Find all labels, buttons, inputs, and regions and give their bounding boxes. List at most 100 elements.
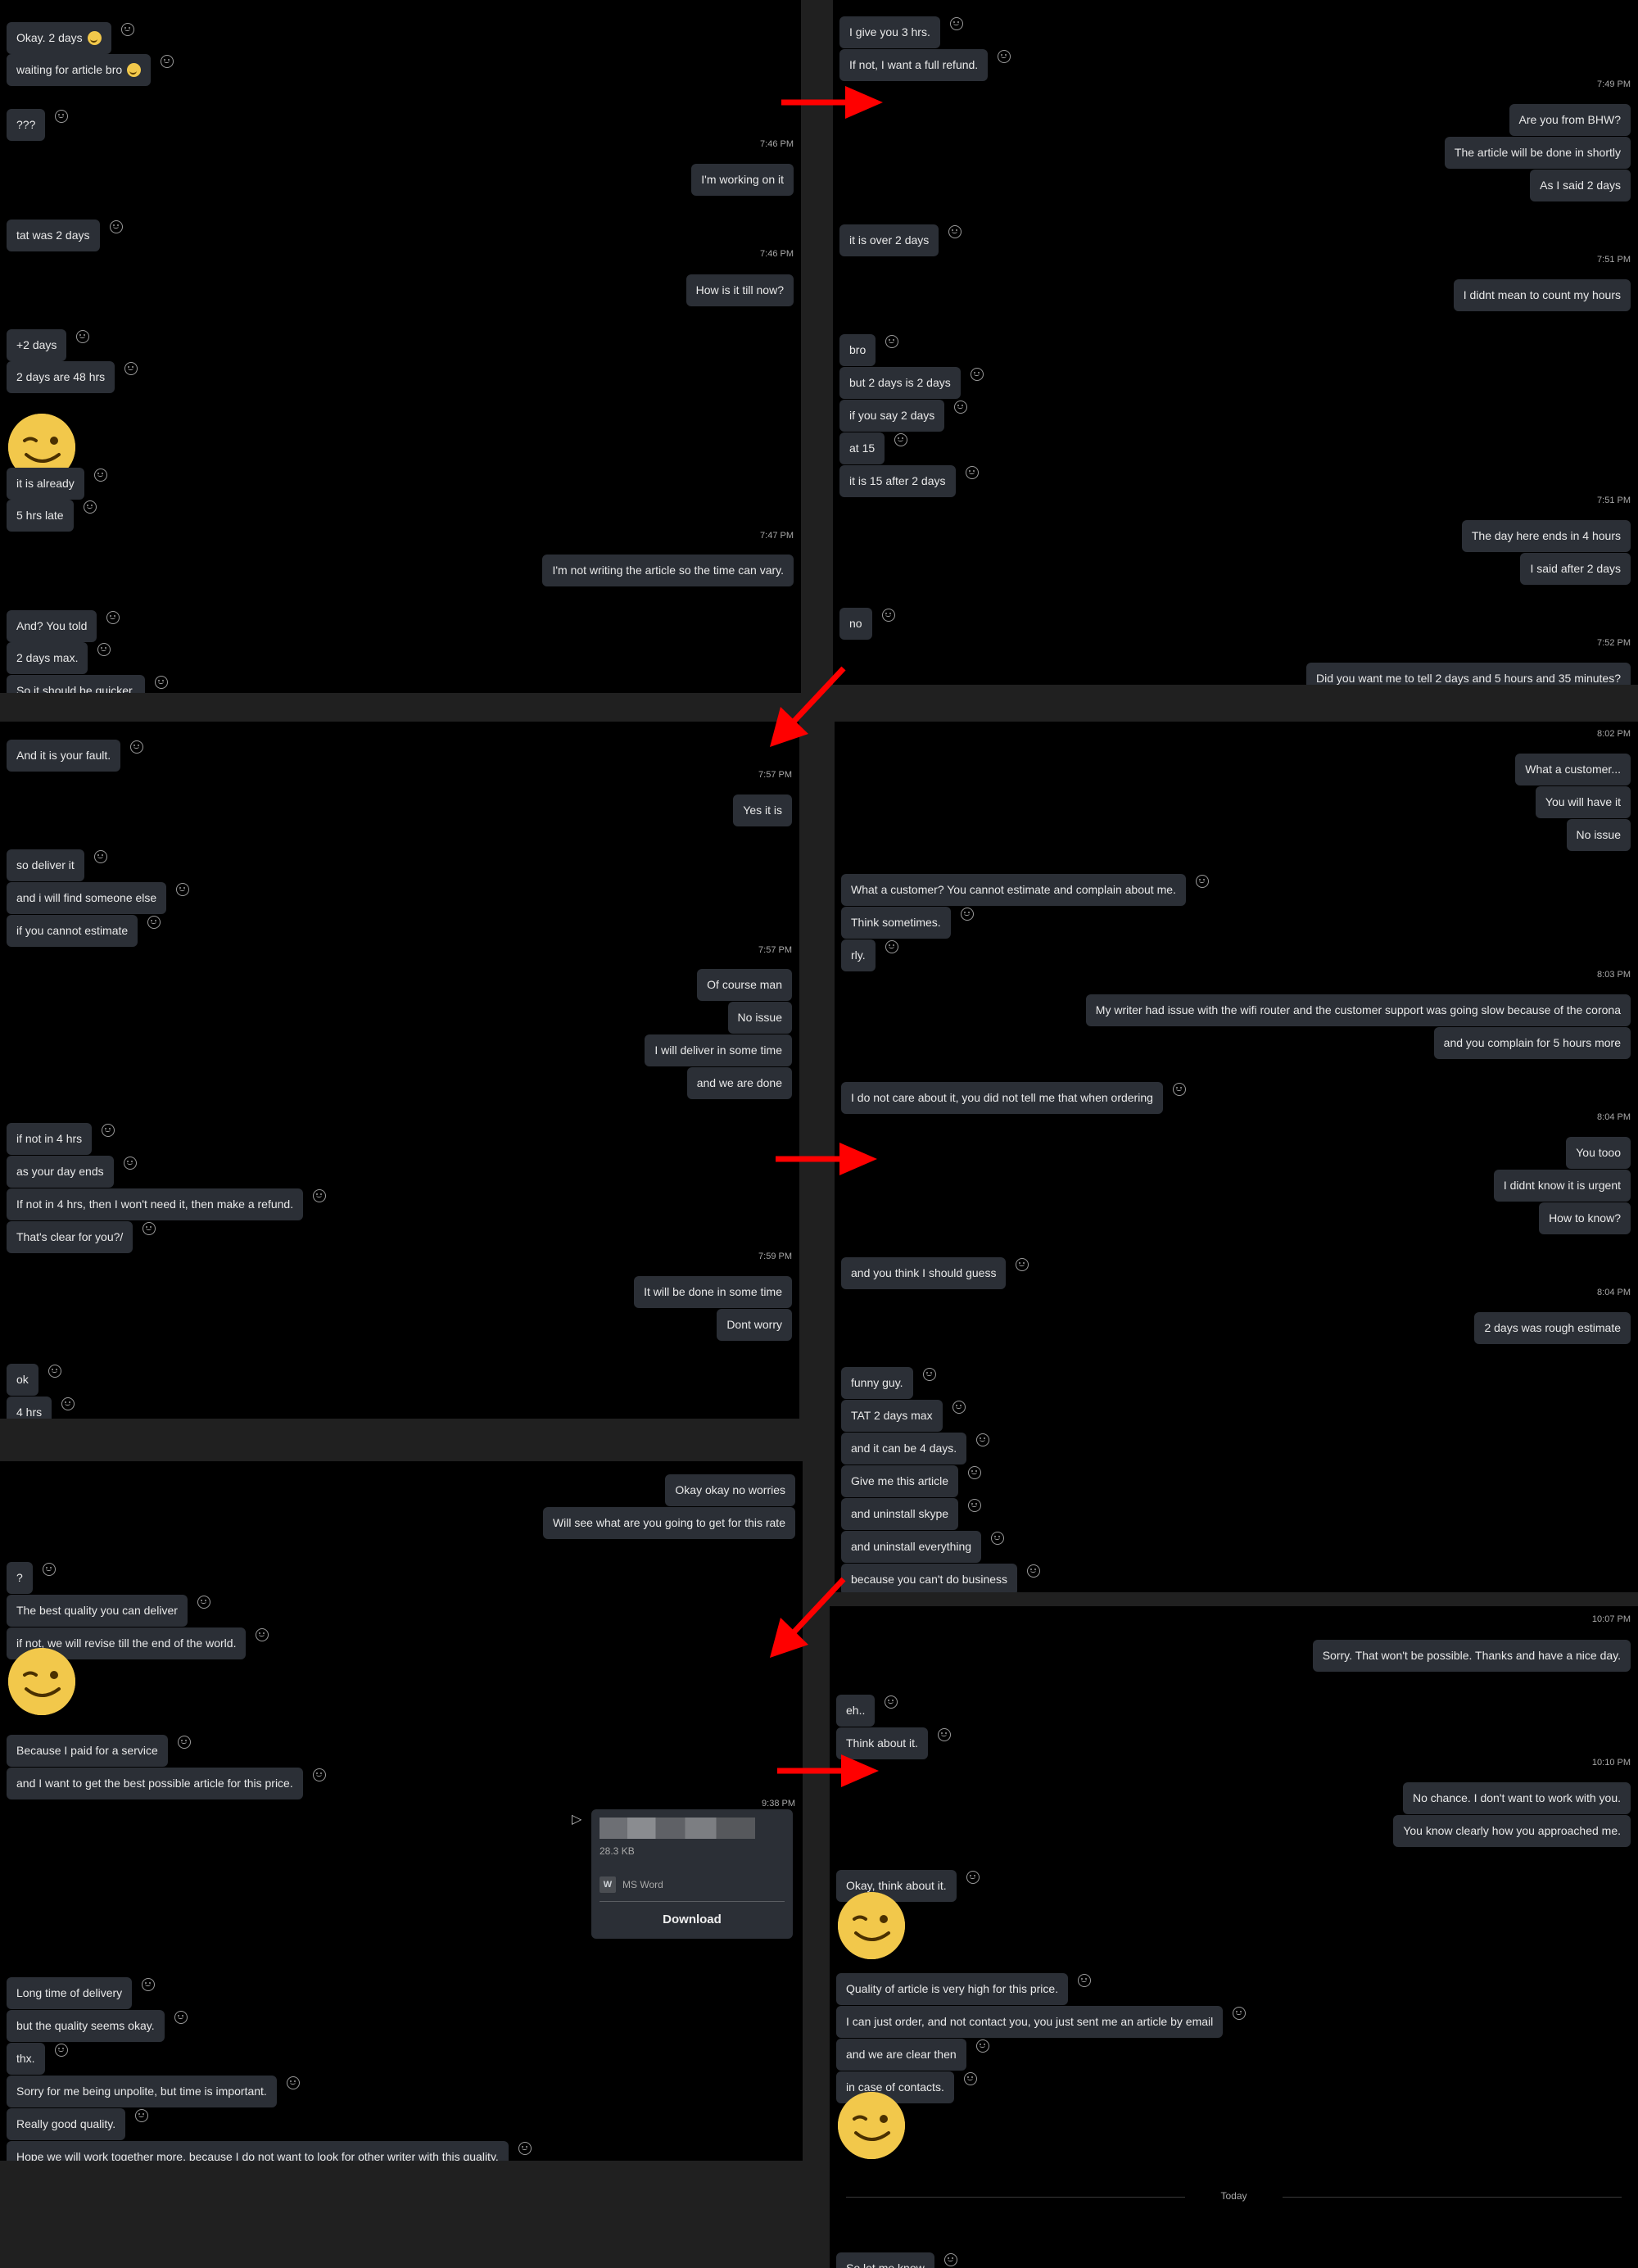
incoming-message-bubble[interactable]: it is over 2 days — [839, 224, 939, 256]
outgoing-message-bubble[interactable]: What a customer... — [1515, 754, 1631, 785]
incoming-message-bubble[interactable]: The best quality you can deliver — [7, 1595, 188, 1627]
outgoing-message-bubble[interactable]: How is it till now? — [686, 274, 794, 306]
add-reaction-icon[interactable] — [106, 610, 120, 624]
incoming-message-bubble[interactable]: no — [839, 608, 872, 640]
add-reaction-icon[interactable] — [968, 1498, 982, 1512]
add-reaction-icon[interactable] — [161, 54, 174, 68]
add-reaction-icon[interactable] — [1195, 874, 1209, 888]
incoming-message-bubble[interactable]: So let me know — [836, 2252, 934, 2268]
add-reaction-icon[interactable] — [97, 642, 111, 656]
incoming-message-bubble[interactable]: if you cannot estimate — [7, 915, 138, 947]
add-reaction-icon[interactable] — [949, 16, 963, 30]
outgoing-message-bubble[interactable]: I will deliver in some time — [645, 1034, 792, 1066]
add-reaction-icon[interactable] — [922, 1367, 936, 1381]
outgoing-message-bubble[interactable]: No issue — [727, 1002, 792, 1034]
add-reaction-icon[interactable] — [123, 1156, 137, 1170]
incoming-message-bubble[interactable]: waiting for article bro — [7, 54, 152, 86]
incoming-message-bubble[interactable]: TAT 2 days max — [841, 1400, 943, 1432]
incoming-message-bubble[interactable]: in case of contacts. — [836, 2071, 954, 2103]
add-reaction-icon[interactable] — [963, 2071, 977, 2085]
incoming-message-bubble[interactable]: and I want to get the best possible arti… — [7, 1768, 303, 1799]
add-reaction-icon[interactable] — [256, 1627, 269, 1641]
outgoing-message-bubble[interactable]: I didnt know it is urgent — [1493, 1170, 1631, 1202]
add-reaction-icon[interactable] — [48, 1364, 61, 1378]
outgoing-message-bubble[interactable]: Dont worry — [717, 1309, 792, 1341]
outgoing-message-bubble[interactable]: It will be done in some time — [634, 1276, 792, 1308]
outgoing-message-bubble[interactable]: Okay okay no worries — [665, 1474, 795, 1506]
add-reaction-icon[interactable] — [83, 500, 97, 514]
incoming-message-bubble[interactable]: 2 days max. — [7, 642, 88, 674]
incoming-message-bubble[interactable]: funny guy. — [841, 1367, 913, 1399]
add-reaction-icon[interactable] — [952, 1400, 966, 1414]
add-reaction-icon[interactable] — [54, 2043, 68, 2057]
outgoing-message-bubble[interactable]: I didnt mean to count my hours — [1453, 279, 1631, 311]
incoming-message-bubble[interactable]: Give me this article — [841, 1465, 959, 1497]
add-reaction-icon[interactable] — [93, 849, 107, 863]
add-reaction-icon[interactable] — [1078, 1973, 1092, 1987]
incoming-message-bubble[interactable]: Really good quality. — [7, 2108, 126, 2140]
add-reaction-icon[interactable] — [1172, 1082, 1186, 1096]
add-reaction-icon[interactable] — [885, 334, 899, 348]
add-reaction-icon[interactable] — [135, 2108, 149, 2122]
incoming-message-bubble[interactable]: I can just order, and not contact you, y… — [836, 2006, 1224, 2038]
add-reaction-icon[interactable] — [120, 22, 134, 36]
incoming-message-bubble[interactable]: Hope we will work together more, because… — [7, 2141, 509, 2161]
incoming-message-bubble[interactable]: bro — [839, 334, 876, 366]
add-reaction-icon[interactable] — [102, 1123, 115, 1137]
incoming-message-bubble[interactable]: because you can't do business — [841, 1564, 1018, 1592]
add-reaction-icon[interactable] — [960, 907, 974, 921]
add-reaction-icon[interactable] — [885, 939, 898, 953]
incoming-message-bubble[interactable]: Quality of article is very high for this… — [836, 1973, 1069, 2005]
incoming-message-bubble[interactable]: Okay, think about it. — [836, 1870, 957, 1902]
add-reaction-icon[interactable] — [147, 915, 161, 929]
incoming-message-bubble[interactable]: And? You told — [7, 610, 97, 642]
add-reaction-icon[interactable] — [42, 1562, 56, 1576]
outgoing-message-bubble[interactable]: How to know? — [1539, 1202, 1631, 1234]
outgoing-message-bubble[interactable]: You tooo — [1566, 1137, 1631, 1169]
incoming-message-bubble[interactable]: ok — [7, 1364, 38, 1396]
outgoing-message-bubble[interactable]: My writer had issue with the wifi router… — [1085, 994, 1631, 1026]
incoming-message-bubble[interactable]: it is 15 after 2 days — [839, 465, 956, 497]
add-reaction-icon[interactable] — [966, 1870, 980, 1884]
add-reaction-icon[interactable] — [177, 1735, 191, 1749]
add-reaction-icon[interactable] — [881, 608, 895, 622]
incoming-message-bubble[interactable]: If not, I want a full refund. — [839, 49, 989, 81]
add-reaction-icon[interactable] — [312, 1768, 326, 1781]
incoming-message-bubble[interactable]: eh.. — [836, 1695, 876, 1727]
outgoing-message-bubble[interactable]: The day here ends in 4 hours — [1461, 520, 1631, 552]
add-reaction-icon[interactable] — [1027, 1564, 1041, 1578]
outgoing-message-bubble[interactable]: 2 days was rough estimate — [1474, 1312, 1631, 1344]
incoming-message-bubble[interactable]: I give you 3 hrs. — [839, 16, 940, 48]
add-reaction-icon[interactable] — [61, 1397, 75, 1410]
add-reaction-icon[interactable] — [154, 675, 168, 689]
incoming-message-bubble[interactable]: Okay. 2 days — [7, 22, 111, 54]
outgoing-message-bubble[interactable]: No chance. I don't want to work with you… — [1402, 1782, 1631, 1814]
download-button[interactable]: Download — [663, 1913, 722, 1926]
incoming-message-bubble[interactable]: if not in 4 hrs — [7, 1123, 93, 1155]
add-reaction-icon[interactable] — [948, 224, 962, 238]
add-reaction-icon[interactable] — [176, 882, 190, 896]
incoming-message-bubble[interactable]: And it is your fault. — [7, 740, 121, 772]
incoming-message-bubble[interactable]: ??? — [7, 109, 46, 141]
add-reaction-icon[interactable] — [197, 1595, 210, 1609]
outgoing-message-bubble[interactable]: I'm not writing the article so the time … — [542, 555, 794, 586]
add-reaction-icon[interactable] — [970, 367, 984, 381]
add-reaction-icon[interactable] — [124, 361, 138, 375]
add-reaction-icon[interactable] — [1233, 2006, 1247, 2020]
add-reaction-icon[interactable] — [142, 1977, 156, 1991]
outgoing-message-bubble[interactable]: Of course man — [697, 969, 792, 1001]
outgoing-message-bubble[interactable]: Will see what are you going to get for t… — [542, 1507, 795, 1539]
incoming-message-bubble[interactable]: Because I paid for a service — [7, 1735, 168, 1767]
add-reaction-icon[interactable] — [991, 1531, 1005, 1545]
add-reaction-icon[interactable] — [885, 1695, 898, 1709]
outgoing-message-bubble[interactable]: The article will be done in shortly — [1444, 137, 1631, 169]
incoming-message-bubble[interactable]: +2 days — [7, 329, 67, 361]
add-reaction-icon[interactable] — [143, 1221, 156, 1235]
incoming-message-bubble[interactable]: So it should be quicker. — [7, 675, 145, 693]
incoming-message-bubble[interactable]: 2 days are 48 hrs — [7, 361, 115, 393]
add-reaction-icon[interactable] — [1016, 1257, 1029, 1271]
add-reaction-icon[interactable] — [894, 432, 908, 446]
outgoing-message-bubble[interactable]: Sorry. That won't be possible. Thanks an… — [1312, 1640, 1631, 1672]
incoming-message-bubble[interactable]: I do not care about it, you did not tell… — [841, 1082, 1163, 1114]
incoming-message-bubble[interactable]: it is already — [7, 468, 84, 500]
